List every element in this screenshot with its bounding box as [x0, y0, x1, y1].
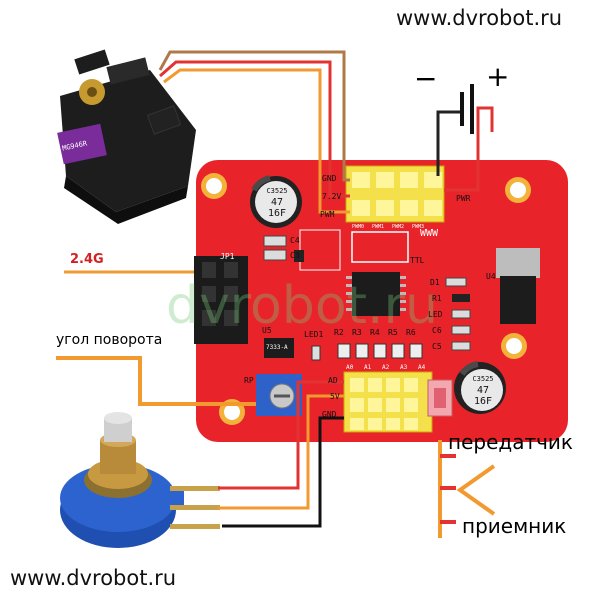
silk-box	[351, 231, 409, 263]
board-title: WWW	[420, 228, 439, 239]
ref-ttl: TTL	[410, 256, 425, 265]
pot-pin-gnd: GND	[322, 410, 337, 419]
ref-r2: R2	[334, 328, 344, 337]
ref-c5: C5	[432, 342, 442, 351]
servo-motor	[57, 49, 196, 224]
rotary-potentiometer	[60, 412, 220, 548]
site-url-top: www.dvrobot.ru	[396, 6, 563, 30]
capacitor-left	[250, 175, 302, 228]
pot-pin-5v: 5V	[330, 392, 340, 401]
watermark: dvrobot.ru	[166, 276, 438, 336]
rf-label: 2.4G	[70, 252, 104, 267]
cap-right-line: C3525	[472, 375, 494, 383]
cap-right-marking: C3525 47 16F	[468, 374, 498, 407]
cap-left-marking: C3525 47 16F	[262, 186, 292, 219]
battery-symbol	[460, 84, 474, 134]
ref-r5: R5	[388, 328, 398, 337]
ref-a3: A3	[400, 364, 408, 371]
ref-jp1: JP1	[220, 252, 235, 261]
capacitor-right	[454, 361, 506, 414]
jumper	[427, 379, 453, 417]
ref-r3: R3	[352, 328, 362, 337]
ref-rp: RP	[244, 376, 254, 385]
cap-right-line: 47	[476, 385, 490, 396]
mount-hole	[501, 333, 527, 359]
pin-7v2: 7.2V	[322, 192, 342, 201]
ref-u5: U5	[262, 326, 272, 335]
cap-left-line: 16F	[267, 208, 287, 219]
ref-r1: R1	[432, 294, 442, 303]
ref-a4: A4	[418, 364, 426, 371]
mount-hole	[505, 177, 531, 203]
mcu-chip	[346, 272, 406, 316]
mount-hole	[201, 173, 227, 199]
servo-label	[57, 123, 107, 165]
rf-header	[194, 256, 248, 344]
regulator-u5	[264, 338, 294, 358]
minus-sign: −	[414, 62, 438, 95]
pot-pin-ad: AD	[328, 376, 338, 385]
servo-header	[345, 165, 445, 223]
receiver-label: приемник	[462, 514, 567, 538]
ref-c4: C4	[290, 236, 300, 245]
ref-d1: D1	[430, 278, 440, 287]
rotation-angle-label: угол поворота	[56, 332, 163, 348]
ref-a2: A2	[382, 364, 390, 371]
ref-led: LED	[428, 310, 443, 319]
ref-pwm3: PWM3	[412, 224, 425, 230]
pin-pwm: PWM	[320, 210, 335, 219]
pin-gnd: GND	[322, 174, 337, 183]
ref-reg: 7333-A	[266, 344, 288, 351]
ref-a1: A1	[364, 364, 372, 371]
ref-led1: LED1	[304, 330, 324, 339]
analog-header	[343, 371, 433, 433]
ref-pwm2: PWM2	[392, 224, 405, 230]
power-wires	[436, 106, 494, 192]
regulator-u4	[496, 248, 540, 324]
site-url-bottom: www.dvrobot.ru	[10, 566, 177, 590]
ref-a0: A0	[346, 364, 354, 371]
ref-r4: R4	[370, 328, 380, 337]
ref-c3: C3	[290, 251, 300, 260]
pot-wires	[218, 380, 344, 528]
ref-c6: C6	[432, 326, 442, 335]
transmitter-label: передатчик	[448, 430, 574, 454]
smd-column	[445, 277, 471, 351]
smd-part	[294, 250, 304, 262]
ref-pwm1: PWM1	[372, 224, 385, 230]
cap-left-line: 47	[270, 197, 284, 208]
ref-pwm0: PWM0	[352, 224, 365, 230]
cap-c3	[263, 249, 287, 261]
plus-sign: +	[486, 60, 510, 93]
cap-left-line: C3525	[266, 187, 288, 195]
pin-pwr: PWR	[456, 194, 471, 203]
cap-right-line: 16F	[473, 396, 493, 407]
ref-r6: R6	[406, 328, 416, 337]
resistor-row	[311, 343, 423, 361]
tx-rx-symbol	[438, 440, 496, 538]
angle-pointer	[56, 356, 256, 406]
servo-wires	[158, 50, 350, 214]
cap-c4	[263, 235, 287, 247]
ref-u4: U4	[486, 272, 496, 281]
trimmer-rp	[256, 374, 302, 416]
